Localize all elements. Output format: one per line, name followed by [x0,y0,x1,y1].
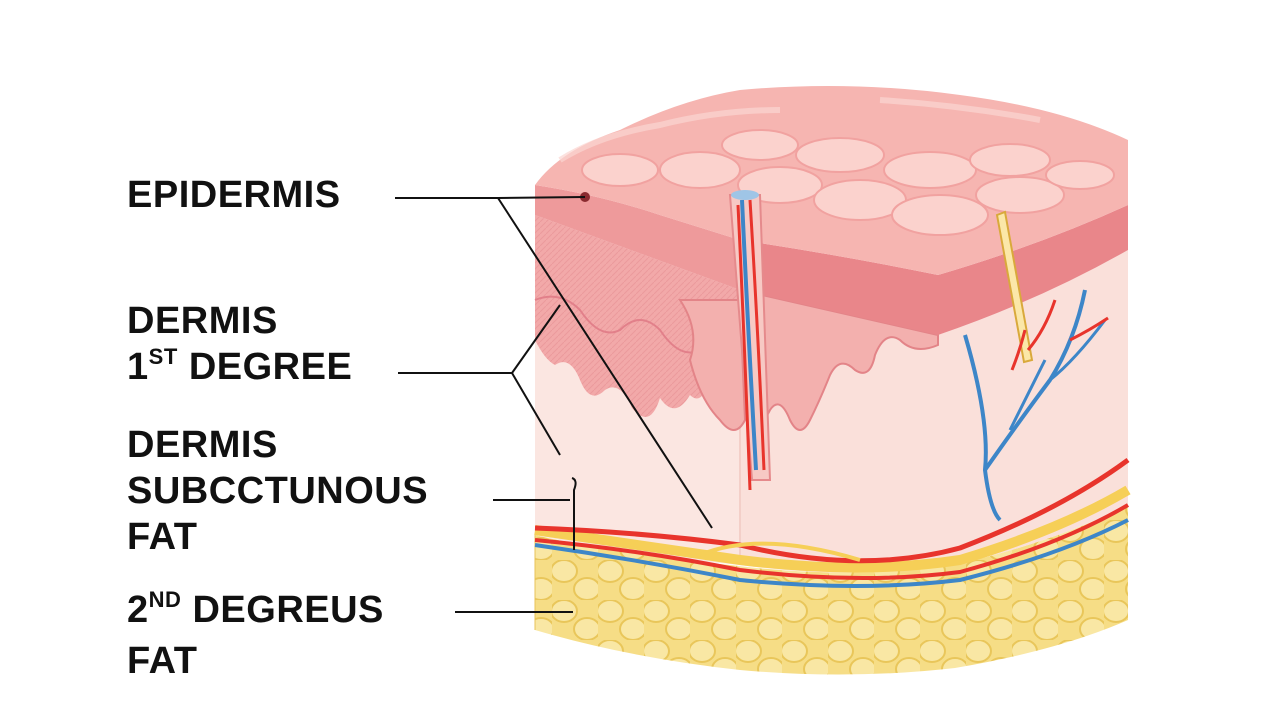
ordinal-number: 2 [127,589,149,631]
degree-word: DEGREE [177,346,353,388]
hair-follicle [728,190,772,491]
ordinal-number: 1 [127,346,149,388]
label-degreus-line1: 2ND DEGREUS [127,587,384,638]
label-dermis-2-line3: FAT [127,516,198,558]
ordinal-suffix: ST [148,344,178,369]
label-dermis-2-line2: SUBCCTUNOUS [127,470,429,512]
label-dermis-1-line2: 1ST DEGREE [127,344,352,395]
epidermis-layer [535,86,1128,335]
vessel-band [534,457,1131,588]
blood-vessels-right [963,289,1109,522]
dermal-papillae [534,215,939,431]
degreus-word: DEGREUS [181,589,384,631]
leader-lines [395,196,713,613]
label-epidermis-text: EPIDERMIS [127,174,341,216]
label-dermis-1-line1: DERMIS [127,300,278,342]
label-dermis-1st-degree: DERMIS 1ST DEGREE [127,298,352,395]
ordinal-suffix: ND [148,587,182,612]
fat-layer [534,505,1128,675]
nerve-fiber [995,210,1034,364]
label-2nd-degreus-fat: 2ND DEGREUS FAT [127,587,384,684]
label-dermis-2-line1: DERMIS [127,424,278,466]
label-epidermis: EPIDERMIS [127,172,341,218]
label-degreus-line2: FAT [127,640,198,682]
label-dermis-subcutaneous-fat: DERMIS SUBCCTUNOUS FAT [127,422,428,560]
